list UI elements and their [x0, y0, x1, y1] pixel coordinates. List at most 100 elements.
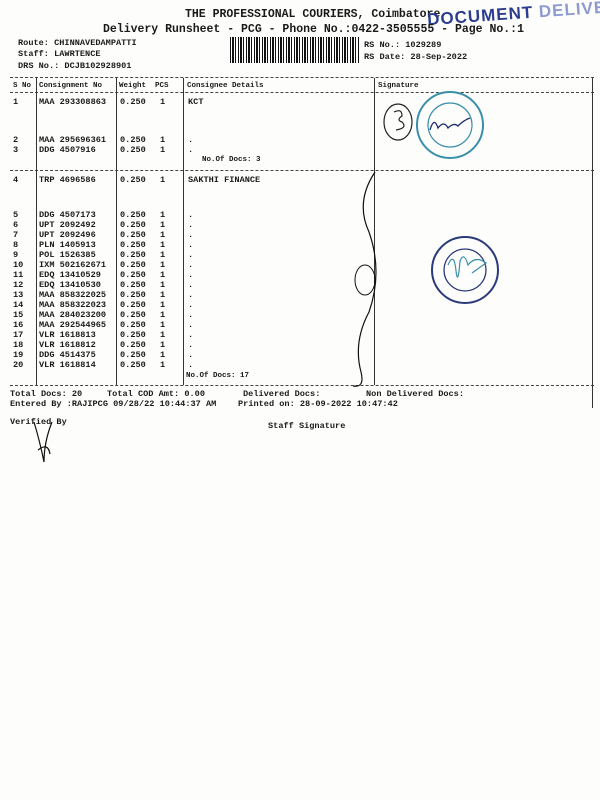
row-sno: 12 — [13, 280, 24, 290]
verified-by: Verified By — [10, 417, 67, 427]
runsheet-subtitle: Delivery Runsheet - PCG - Phone No.:0422… — [103, 23, 524, 36]
row-pcs: 1 — [160, 340, 166, 350]
row-detail: . — [188, 135, 194, 145]
row-sno: 16 — [13, 320, 24, 330]
row-weight: 0.250 — [120, 270, 146, 280]
row-pcs: 1 — [160, 310, 166, 320]
row-consignment: VLR 1618812 — [39, 340, 96, 350]
docs-count: No.Of Docs: 17 — [186, 372, 250, 380]
route: Route: CHINNAVEDAMPATTI — [18, 38, 137, 48]
row-detail: . — [188, 310, 194, 320]
row-pcs: 1 — [160, 280, 166, 290]
row-sno: 10 — [13, 260, 24, 270]
row-detail: . — [188, 230, 194, 240]
row-weight: 0.250 — [120, 310, 146, 320]
row-weight: 0.250 — [120, 145, 146, 155]
header-sno: S No — [13, 82, 32, 90]
header-pcs: PCS — [155, 82, 169, 90]
row-weight: 0.250 — [120, 290, 146, 300]
row-consignment: MAA 858322025 — [39, 290, 107, 300]
row-consignment: VLR 1618813 — [39, 330, 96, 340]
row-sno: 6 — [13, 220, 19, 230]
header-consignee: Consignee Details — [187, 82, 264, 90]
entered-by: Entered By :RAJIPCG 09/28/22 10:44:37 AM — [10, 399, 217, 409]
verifier-signature-icon — [33, 421, 53, 463]
row-sno: 19 — [13, 350, 24, 360]
row-sno: 9 — [13, 250, 19, 260]
divider — [10, 92, 594, 93]
row-consignment: IXM 502162671 — [39, 260, 107, 270]
row-detail: . — [188, 210, 194, 220]
row-weight: 0.250 — [120, 220, 146, 230]
column-line — [374, 78, 375, 385]
row-pcs: 1 — [160, 97, 166, 107]
row-consignment: DDG 4514375 — [39, 350, 96, 360]
row-weight: 0.250 — [120, 350, 146, 360]
header-consignment: Consignment No — [39, 82, 103, 90]
row-sno: 2 — [13, 135, 19, 145]
row-pcs: 1 — [160, 220, 166, 230]
row-detail: . — [188, 240, 194, 250]
delivered-docs: Delivered Docs: — [243, 389, 321, 399]
divider — [10, 77, 594, 78]
row-weight: 0.250 — [120, 330, 146, 340]
row-weight: 0.250 — [120, 230, 146, 240]
row-consignment: MAA 292544965 — [39, 320, 107, 330]
row-detail: . — [188, 280, 194, 290]
row-pcs: 1 — [160, 135, 166, 145]
row-pcs: 1 — [160, 290, 166, 300]
column-line — [116, 78, 117, 385]
consignee-name: KCT — [188, 97, 204, 107]
drs-number: DRS No.: DCJB102928901 — [18, 61, 132, 71]
row-consignment: TRP 4696586 — [39, 175, 96, 185]
row-consignment: UPT 2092492 — [39, 220, 96, 230]
column-line — [183, 78, 184, 385]
row-consignment: DDG 4507173 — [39, 210, 96, 220]
row-weight: 0.250 — [120, 240, 146, 250]
row-pcs: 1 — [160, 240, 166, 250]
row-weight: 0.250 — [120, 360, 146, 370]
consignee-name: SAKTHI FINANCE — [188, 175, 261, 185]
staff-signature: Staff Signature — [268, 421, 346, 431]
row-consignment: PLN 1405913 — [39, 240, 96, 250]
row-consignment: EDQ 13410530 — [39, 280, 101, 290]
row-detail: . — [188, 320, 194, 330]
row-pcs: 1 — [160, 330, 166, 340]
row-consignment: EDQ 13410529 — [39, 270, 101, 280]
row-weight: 0.250 — [120, 300, 146, 310]
row-pcs: 1 — [160, 260, 166, 270]
row-sno: 5 — [13, 210, 19, 220]
row-sno: 18 — [13, 340, 24, 350]
rs-number: RS No.: 1029289 — [364, 40, 442, 50]
header-signature: Signature — [378, 82, 419, 90]
row-consignment: UPT 2092496 — [39, 230, 96, 240]
row-pcs: 1 — [160, 300, 166, 310]
row-pcs: 1 — [160, 250, 166, 260]
row-consignment: MAA 284023200 — [39, 310, 107, 320]
college-stamp-icon — [383, 91, 484, 159]
row-detail: . — [188, 270, 194, 280]
row-sno: 14 — [13, 300, 24, 310]
header-weight: Weight — [119, 82, 147, 90]
row-weight: 0.250 — [120, 210, 146, 220]
row-weight: 0.250 — [120, 320, 146, 330]
row-pcs: 1 — [160, 210, 166, 220]
row-detail: . — [188, 260, 194, 270]
row-detail: . — [188, 360, 194, 370]
column-line — [36, 78, 37, 385]
row-pcs: 1 — [160, 270, 166, 280]
non-delivered-docs: Non Delivered Docs: — [366, 389, 464, 399]
row-sno: 8 — [13, 240, 19, 250]
row-weight: 0.250 — [120, 175, 146, 185]
row-sno: 15 — [13, 310, 24, 320]
row-sno: 20 — [13, 360, 24, 370]
sakthi-finance-stamp-icon — [431, 236, 499, 304]
row-consignment: VLR 1618814 — [39, 360, 96, 370]
handwritten-line-icon — [352, 171, 377, 387]
row-pcs: 1 — [160, 230, 166, 240]
row-consignment: POL 1526385 — [39, 250, 96, 260]
row-detail: . — [188, 220, 194, 230]
row-pcs: 1 — [160, 350, 166, 360]
row-pcs: 1 — [160, 175, 166, 185]
barcode — [230, 37, 360, 63]
